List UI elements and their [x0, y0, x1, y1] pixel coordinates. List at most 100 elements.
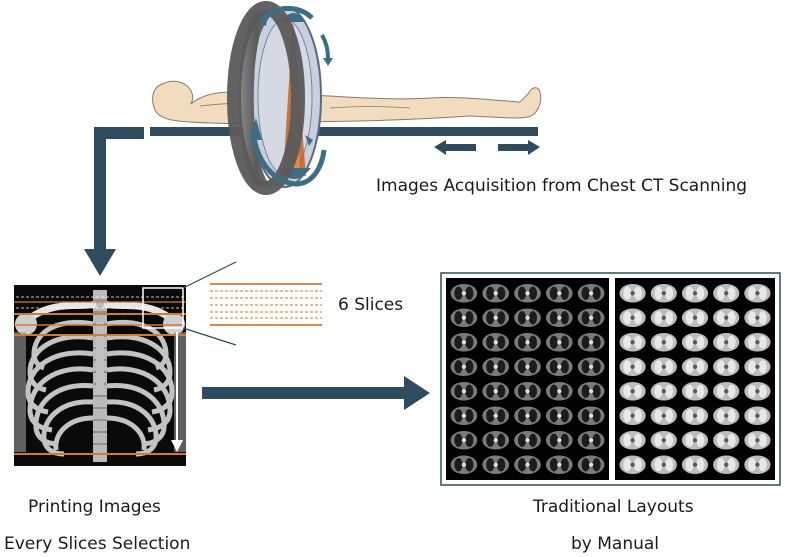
ct-slice-thumbnail	[450, 381, 478, 401]
ct-slice-thumbnail	[514, 308, 541, 328]
ct-slice-thumbnail	[545, 332, 573, 352]
down-arrow-icon	[171, 440, 183, 452]
ct-slice-thumbnail	[482, 283, 510, 303]
ct-slice-thumbnail	[619, 357, 646, 377]
ct-slice-thumbnail	[514, 283, 541, 303]
ct-slice-thumbnail	[744, 357, 771, 377]
ct-slice-thumbnail	[619, 308, 646, 328]
ct-slice-thumbnail	[650, 332, 677, 352]
ct-slice-thumbnail	[713, 357, 740, 377]
printing-label-line1: Printing Images	[28, 497, 161, 517]
ct-slice-thumbnail	[713, 283, 740, 303]
ct-slice-thumbnail	[744, 406, 771, 426]
ct-slice-thumbnail	[450, 308, 478, 328]
ct-slice-thumbnail	[713, 406, 740, 426]
ct-slice-thumbnail	[577, 430, 605, 450]
lung-window-grid	[450, 283, 605, 475]
ct-slice-thumbnail	[450, 332, 478, 352]
ct-slice-thumbnail	[545, 357, 573, 377]
printing-label-line2: Every Slices Selection	[4, 534, 191, 554]
ct-slice-thumbnail	[577, 455, 605, 475]
ct-slice-thumbnail	[545, 406, 573, 426]
ct-slice-thumbnail	[545, 455, 573, 475]
ct-slice-thumbnail	[514, 406, 541, 426]
ct-slice-thumbnail	[619, 430, 646, 450]
ct-slice-thumbnail	[482, 357, 510, 377]
ct-slice-thumbnail	[482, 455, 510, 475]
ct-slice-thumbnail	[650, 381, 677, 401]
ct-slice-thumbnail	[450, 283, 478, 303]
ct-slice-thumbnail	[619, 381, 646, 401]
ct-slice-thumbnail	[577, 357, 605, 377]
ct-slice-thumbnail	[545, 381, 573, 401]
ct-slice-thumbnail	[545, 430, 573, 450]
ct-slice-thumbnail	[619, 406, 646, 426]
ct-slice-thumbnail	[650, 406, 677, 426]
ct-slice-thumbnail	[514, 332, 541, 352]
ct-slice-thumbnail	[577, 283, 605, 303]
ct-slice-thumbnail	[577, 406, 605, 426]
mediastinal-window-grid	[619, 283, 771, 475]
ct-slice-thumbnail	[650, 455, 677, 475]
ct-slice-thumbnail	[681, 406, 709, 426]
scanner-table	[150, 127, 538, 136]
layout-label-line1: Traditional Layouts	[533, 497, 694, 517]
zoom-box	[142, 287, 184, 329]
ct-slice-thumbnail	[650, 357, 677, 377]
ct-slice-thumbnail	[681, 332, 709, 352]
ct-slice-thumbnail	[577, 381, 605, 401]
ct-slice-thumbnail	[744, 283, 771, 303]
slice-lines	[14, 296, 186, 455]
slice-detail	[210, 283, 322, 326]
rotation-arrow-bottom	[251, 137, 327, 187]
ct-slice-thumbnail	[681, 381, 709, 401]
layout-label-line2: by Manual	[571, 534, 660, 554]
ct-slice-thumbnail	[713, 332, 740, 352]
ct-slice-thumbnail	[619, 283, 646, 303]
ct-slice-thumbnail	[514, 455, 541, 475]
ct-layout-sheet	[440, 272, 781, 486]
table-movement-arrows	[434, 140, 540, 155]
ct-slice-thumbnail	[681, 308, 709, 328]
ct-slice-thumbnail	[681, 455, 709, 475]
ct-slice-thumbnail	[450, 406, 478, 426]
rotation-arrow-right	[320, 34, 330, 59]
ct-slice-thumbnail	[619, 455, 646, 475]
ct-slice-thumbnail	[514, 357, 541, 377]
ct-slice-thumbnail	[482, 332, 510, 352]
ct-slice-thumbnail	[482, 308, 510, 328]
ct-slice-thumbnail	[713, 308, 740, 328]
ct-slice-thumbnail	[450, 455, 478, 475]
ct-slice-thumbnail	[514, 430, 541, 450]
ct-slice-thumbnail	[450, 430, 478, 450]
ct-slice-thumbnail	[713, 430, 740, 450]
ct-slice-thumbnail	[450, 357, 478, 377]
ct-slice-thumbnail	[619, 332, 646, 352]
ct-slice-thumbnail	[713, 381, 740, 401]
ct-slice-thumbnail	[744, 381, 771, 401]
ct-slice-thumbnail	[744, 332, 771, 352]
ct-slice-thumbnail	[650, 430, 677, 450]
ct-slice-thumbnail	[744, 308, 771, 328]
ct-slice-thumbnail	[713, 455, 740, 475]
ct-slice-thumbnail	[650, 308, 677, 328]
ct-gantry	[227, 1, 333, 195]
ct-slice-thumbnail	[545, 283, 573, 303]
acquisition-label: Images Acquisition from Chest CT Scannin…	[376, 176, 748, 196]
ct-slice-thumbnail	[681, 357, 709, 377]
left-arrow-icon	[434, 140, 476, 155]
ct-slice-thumbnail	[744, 455, 771, 475]
patient-body	[152, 80, 542, 124]
flow-arrow-down	[84, 127, 144, 276]
ct-slice-thumbnail	[681, 283, 709, 303]
ct-slice-thumbnail	[577, 332, 605, 352]
ct-slice-thumbnail	[545, 308, 573, 328]
chest-xray-image	[14, 285, 186, 466]
slices-label: 6 Slices	[338, 295, 404, 315]
ct-slice-thumbnail	[514, 381, 541, 401]
ct-slice-thumbnail	[482, 430, 510, 450]
flow-arrow-right	[202, 376, 430, 410]
right-arrow-icon	[498, 140, 540, 155]
ct-slice-thumbnail	[577, 308, 605, 328]
